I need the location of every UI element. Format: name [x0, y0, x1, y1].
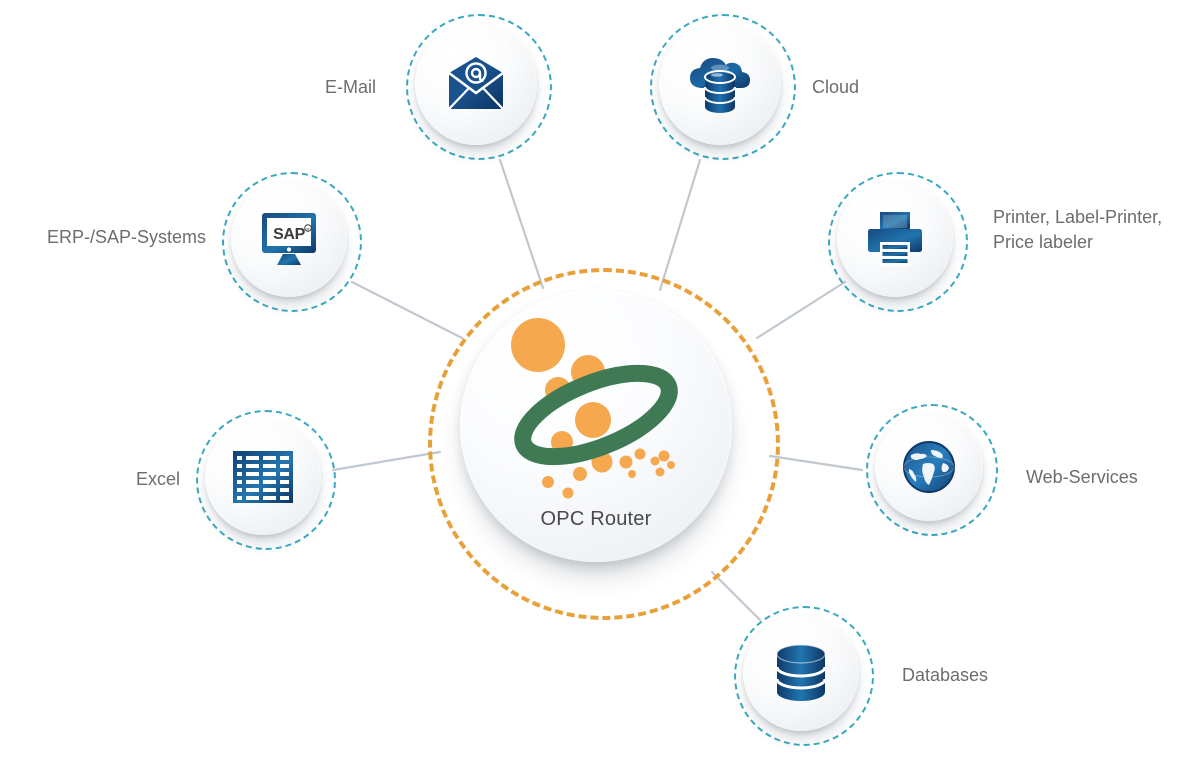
opc-router-logo-icon	[511, 318, 678, 499]
node-ring-excel	[196, 410, 336, 550]
label-excel: Excel	[135, 469, 180, 489]
connector-excel	[331, 450, 442, 472]
node-ring-email	[406, 14, 552, 160]
node-disc-erp-sap: SAP R	[231, 181, 347, 297]
node-disc-email	[415, 23, 537, 145]
node-ring-erp-sap	[222, 172, 362, 312]
hub-opc-router[interactable]: OPC Router	[428, 268, 780, 620]
email-envelope-icon	[448, 57, 504, 110]
label-database: Databases	[902, 665, 989, 685]
hub-label: OPC Router	[540, 508, 652, 530]
svg-text:SAP: SAP	[273, 226, 305, 243]
node-ring-printer	[828, 172, 968, 312]
label-cloud: Cloud	[812, 77, 860, 97]
hub-dashed-ring	[428, 268, 780, 620]
printer-icon	[868, 212, 922, 266]
node-cloud[interactable]	[650, 14, 796, 160]
node-disc-database	[743, 615, 859, 731]
node-erp-sap[interactable]: SAP R	[222, 172, 362, 312]
node-ring-cloud	[650, 14, 796, 160]
label-printer: Printer, Label-Printer, Price labeler	[993, 207, 1163, 252]
node-excel[interactable]	[196, 410, 336, 550]
node-database[interactable]	[734, 606, 874, 746]
node-disc-excel	[205, 419, 321, 535]
node-email[interactable]	[406, 14, 552, 160]
node-printer[interactable]	[828, 172, 968, 312]
connector-web	[768, 454, 864, 472]
node-web[interactable]	[866, 404, 998, 536]
sap-monitor-icon: SAP R	[262, 213, 316, 265]
excel-spreadsheet-icon	[233, 451, 293, 503]
node-ring-web	[866, 404, 998, 536]
cloud-database-icon	[690, 58, 750, 113]
node-disc-printer	[837, 181, 953, 297]
label-web: Web-Services	[1026, 467, 1138, 487]
node-ring-database	[734, 606, 874, 746]
database-icon	[775, 644, 827, 701]
label-erp-sap: ERP-/SAP-Systems	[46, 227, 206, 247]
svg-text:R: R	[306, 227, 310, 232]
node-disc-web	[875, 413, 983, 521]
node-disc-cloud	[659, 23, 781, 145]
label-email: E-Mail	[324, 77, 376, 97]
globe-icon	[903, 441, 955, 493]
